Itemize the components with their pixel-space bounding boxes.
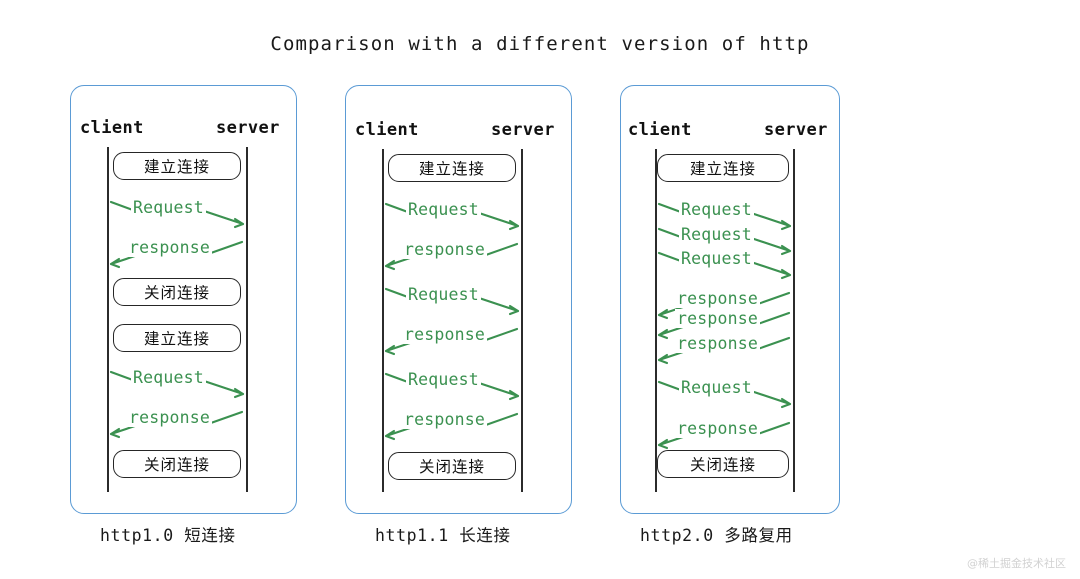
- message-label: Request: [131, 368, 206, 387]
- message-label: response: [402, 240, 488, 259]
- panel-caption-http10: http1.0 短连接: [100, 526, 236, 545]
- message-label: Request: [131, 198, 206, 217]
- panel-caption-http20: http2.0 多路复用: [640, 526, 793, 545]
- message-label: response: [675, 309, 761, 328]
- message-label: Request: [406, 370, 481, 389]
- message-label: Request: [679, 200, 754, 219]
- event-box: 关闭连接: [113, 450, 241, 478]
- lifeline-server: [521, 149, 523, 492]
- panel-caption-http11: http1.1 长连接: [375, 526, 511, 545]
- actor-label-server: server: [216, 118, 280, 138]
- event-box: 建立连接: [388, 154, 516, 182]
- event-box: 建立连接: [113, 152, 241, 180]
- message-label: response: [675, 289, 761, 308]
- page-title: Comparison with a different version of h…: [270, 33, 810, 55]
- lifeline-client: [655, 149, 657, 492]
- lifeline-client: [107, 147, 109, 492]
- event-box: 关闭连接: [113, 278, 241, 306]
- event-box: 关闭连接: [657, 450, 789, 478]
- message-label: Request: [679, 225, 754, 244]
- message-label: Request: [679, 249, 754, 268]
- actor-label-client: client: [355, 120, 419, 140]
- message-label: Request: [406, 285, 481, 304]
- message-label: Request: [406, 200, 481, 219]
- lifeline-server: [246, 147, 248, 492]
- lifeline-client: [382, 149, 384, 492]
- watermark: @稀土掘金技术社区: [967, 557, 1066, 570]
- lifeline-server: [793, 149, 795, 492]
- message-label: response: [402, 325, 488, 344]
- message-label: response: [675, 334, 761, 353]
- actor-label-server: server: [764, 120, 828, 140]
- event-box: 建立连接: [657, 154, 789, 182]
- actor-label-client: client: [80, 118, 144, 138]
- message-label: response: [675, 419, 761, 438]
- actor-label-server: server: [491, 120, 555, 140]
- event-box: 建立连接: [113, 324, 241, 352]
- message-label: response: [127, 408, 213, 427]
- message-label: response: [127, 238, 213, 257]
- message-label: response: [402, 410, 488, 429]
- event-box: 关闭连接: [388, 452, 516, 480]
- actor-label-client: client: [628, 120, 692, 140]
- message-label: Request: [679, 378, 754, 397]
